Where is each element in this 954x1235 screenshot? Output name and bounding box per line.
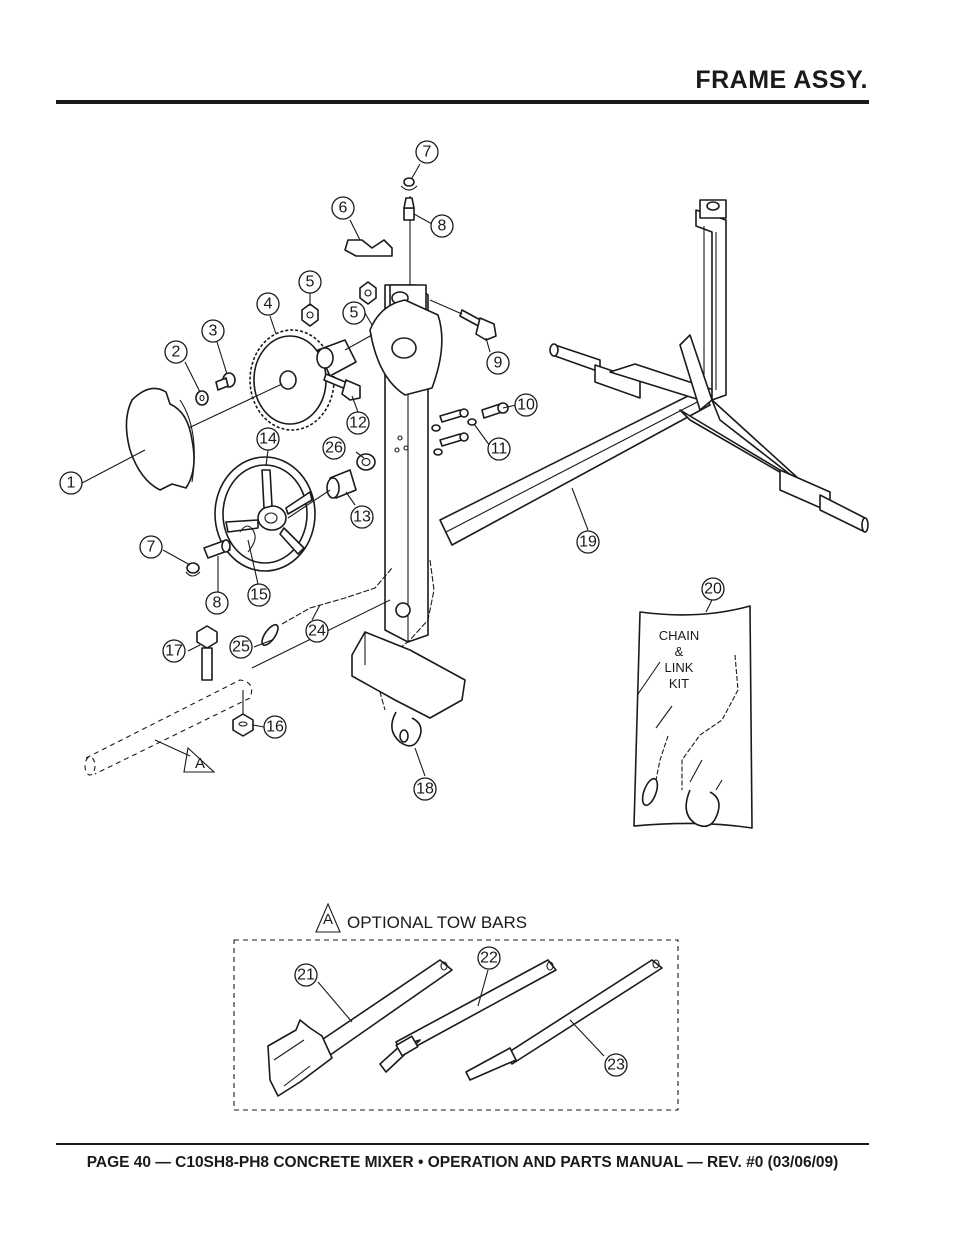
hand-wheel: [214, 456, 331, 572]
callout-13: 13: [350, 505, 374, 529]
header-rule: [56, 100, 869, 104]
chain-kit-label-kit: KIT: [669, 676, 689, 691]
callout-11: 11: [487, 437, 511, 461]
tow-bars-detail-marker: [315, 902, 341, 933]
svg-text:19: 19: [579, 534, 597, 551]
chain-link-kit-inset: CHAIN & LINK KIT: [633, 599, 753, 829]
svg-text:25: 25: [232, 639, 250, 656]
callout-21: 21: [294, 963, 318, 987]
callout-25: 25: [229, 635, 253, 659]
svg-text:12: 12: [349, 415, 367, 432]
callout-14: 14: [256, 427, 280, 451]
top-pin-and-fitting: [400, 177, 418, 221]
washer-and-screw: [195, 372, 236, 406]
svg-text:16: 16: [266, 719, 284, 736]
callout-23: 23: [604, 1053, 628, 1077]
svg-text:5: 5: [350, 305, 359, 322]
svg-text:10: 10: [517, 397, 535, 414]
svg-text:7: 7: [147, 539, 156, 556]
chain-kit-label-amp: &: [675, 644, 684, 659]
page-footer: PAGE 40 — C10SH8-PH8 CONCRETE MIXER • OP…: [86, 1154, 839, 1171]
bolts-part-10: [431, 402, 509, 456]
leader-lines: [81, 163, 589, 777]
svg-text:24: 24: [308, 623, 326, 640]
svg-text:21: 21: [297, 967, 315, 984]
svg-text:18: 18: [416, 781, 434, 798]
chain-kit-label-link: LINK: [665, 660, 694, 675]
optional-tow-bars-panel: A OPTIONAL TOW BARS: [233, 902, 679, 1111]
footer-rule: [56, 1143, 869, 1145]
callout-7-top: 7: [415, 140, 439, 164]
sprocket-wheel: [179, 329, 373, 433]
callout-7-lower: 7: [139, 535, 163, 559]
callout-15: 15: [247, 583, 271, 607]
svg-text:15: 15: [250, 587, 268, 604]
svg-text:26: 26: [325, 440, 343, 457]
tow-bar-detail-letter: A: [195, 755, 205, 772]
callout-18: 18: [413, 777, 437, 801]
washer-and-spacer: [326, 453, 376, 499]
svg-text:17: 17: [165, 643, 183, 660]
svg-text:1: 1: [67, 475, 76, 492]
bolt-part-9: [429, 299, 497, 341]
svg-text:4: 4: [264, 296, 273, 313]
pivot-bracket: [344, 196, 443, 396]
svg-text:8: 8: [213, 595, 222, 612]
svg-text:9: 9: [494, 355, 503, 372]
callout-19: 19: [576, 530, 600, 554]
chain-kit-label-chain: CHAIN: [659, 628, 699, 643]
callout-2: 2: [164, 340, 188, 364]
svg-text:8: 8: [438, 218, 447, 235]
callout-5b: 5: [342, 301, 366, 325]
callout-17: 17: [162, 639, 186, 663]
svg-text:7: 7: [423, 144, 432, 161]
callout-26: 26: [322, 436, 346, 460]
callout-20: 20: [701, 577, 725, 601]
svg-text:2: 2: [172, 344, 181, 361]
tow-bars-marker-letter: A: [323, 911, 333, 928]
frame-tow-arm: [439, 199, 869, 546]
bolt-part-12: [323, 373, 361, 401]
lower-pin-fitting-clip: [185, 525, 256, 577]
nuts-part-5: [301, 281, 377, 327]
callout-9: 9: [486, 351, 510, 375]
callout-8-top: 8: [430, 214, 454, 238]
svg-text:3: 3: [209, 323, 218, 340]
callout-1: 1: [59, 471, 83, 495]
svg-text:13: 13: [353, 509, 371, 526]
svg-text:23: 23: [607, 1057, 625, 1074]
callout-8-lower: 8: [205, 591, 229, 615]
svg-text:14: 14: [259, 431, 277, 448]
tow-bars-label: OPTIONAL TOW BARS: [347, 913, 527, 932]
callout-5a: 5: [298, 270, 322, 294]
cover-plate: [125, 387, 195, 491]
callout-24: 24: [305, 619, 329, 643]
foot-bracket-and-hook: [351, 631, 466, 747]
svg-text:20: 20: [704, 581, 722, 598]
svg-text:11: 11: [491, 441, 508, 458]
page-title: FRAME ASSY.: [695, 66, 868, 94]
callout-12: 12: [346, 411, 370, 435]
svg-text:22: 22: [480, 950, 498, 967]
callout-4: 4: [256, 292, 280, 316]
callout-22: 22: [477, 946, 501, 970]
callout-16: 16: [263, 715, 287, 739]
svg-text:5: 5: [306, 274, 315, 291]
callout-10: 10: [514, 393, 538, 417]
svg-text:6: 6: [339, 200, 348, 217]
tow-bar-hardware: [84, 599, 391, 776]
callout-3: 3: [201, 319, 225, 343]
callout-6: 6: [331, 196, 355, 220]
